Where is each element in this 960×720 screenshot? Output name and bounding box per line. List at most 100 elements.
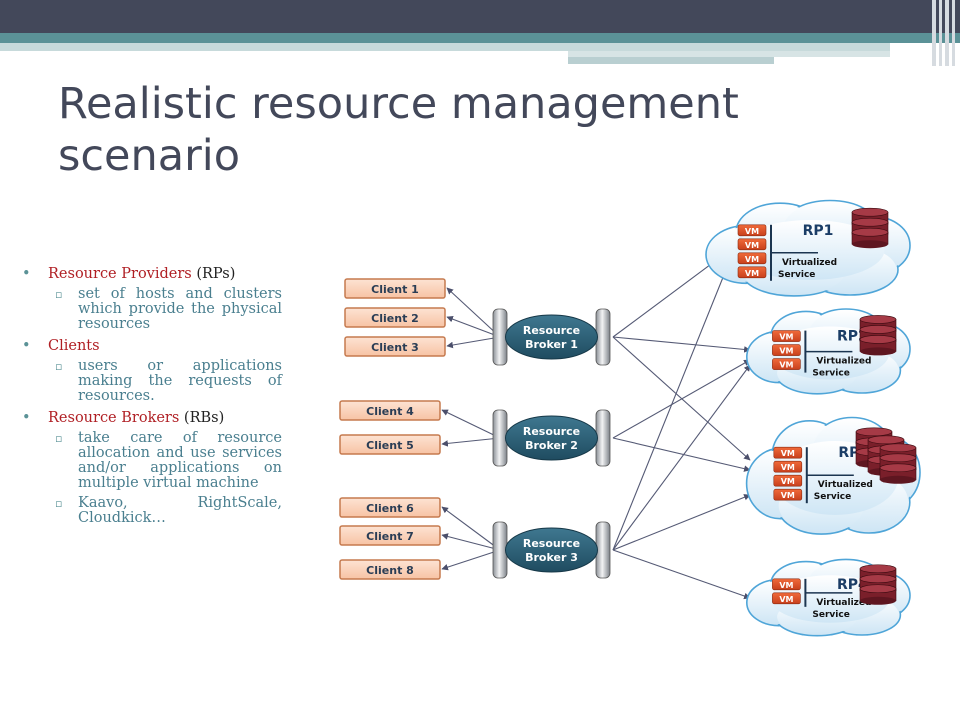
vm-box — [772, 578, 801, 591]
client-rect — [344, 278, 446, 299]
broker-label-line2: Broker 1 — [525, 338, 578, 351]
broker-client-arrow — [441, 533, 501, 551]
sub-bullet-text: users or applications making the request… — [78, 358, 282, 404]
client-label: Client 1 — [371, 283, 419, 296]
sub-bullet-text: set of hosts and clusters which provide … — [78, 286, 282, 332]
client-rect — [339, 400, 441, 421]
client-box: Client 1 — [344, 278, 446, 299]
bullet-dot-icon: • — [22, 266, 31, 282]
client-box: Client 5 — [339, 434, 441, 455]
vm-box — [737, 252, 767, 265]
database-top — [859, 325, 897, 334]
client-rect — [339, 559, 441, 580]
vm-label: VM — [745, 241, 759, 250]
server-cylinder-left — [492, 521, 508, 579]
client-box: Client 2 — [344, 307, 446, 328]
header-accent-bar — [0, 33, 960, 43]
vm-label: VM — [745, 255, 759, 264]
corner-stripes — [930, 0, 960, 66]
server-cylinder-left — [492, 409, 508, 467]
bullet-dot-icon: • — [22, 338, 31, 354]
client-label: Client 2 — [371, 312, 419, 325]
sub-bullet-icon: ▫ — [55, 360, 63, 373]
vm-label: VM — [779, 347, 793, 356]
bullet-resource-providers: •Resource Providers (RPs) — [22, 265, 282, 283]
vm-box — [737, 266, 767, 279]
vm-box — [773, 488, 803, 501]
vm-label: VM — [779, 581, 793, 590]
database-top — [879, 463, 917, 473]
bullet-clients: • Clients — [22, 337, 282, 355]
sub-bullet-icon: ▫ — [55, 288, 63, 301]
client-rect — [339, 434, 441, 455]
client-box: Client 4 — [339, 400, 441, 421]
database-bottom — [860, 347, 896, 356]
vm-box — [772, 344, 801, 356]
sub-bullet-icon: ▫ — [55, 432, 63, 445]
client-label: Client 3 — [371, 341, 419, 354]
vm-label: VM — [745, 269, 759, 278]
vm-box — [772, 330, 801, 342]
broker-ellipse — [505, 527, 598, 573]
sub-bullet: ▫ take care of resource allocation and u… — [22, 431, 282, 491]
server-cylinder-right — [595, 409, 611, 467]
database-bottom — [860, 596, 896, 605]
broker-provider-arrow — [612, 336, 751, 353]
vm-box — [772, 592, 801, 605]
sub-bullet-icon: ▫ — [55, 497, 63, 510]
bullet-resource-brokers: •Resource Brokers (RBs) — [22, 409, 282, 427]
vm-label: VM — [781, 491, 795, 500]
database-top — [859, 574, 897, 584]
database-top — [851, 217, 889, 227]
bullet-rest: (RPs) — [191, 266, 236, 282]
broker-label-line1: Resource — [523, 324, 580, 337]
client-box: Client 3 — [344, 336, 446, 357]
database-top — [859, 584, 897, 594]
client-label: Client 5 — [366, 439, 414, 452]
service-text: Service — [814, 492, 851, 502]
bullet-highlight: Clients — [48, 338, 100, 354]
database-top — [859, 564, 897, 574]
connection-lines — [441, 249, 751, 600]
vm-box — [773, 474, 803, 487]
header-light-stripe-2 — [568, 51, 890, 57]
header-bar — [0, 0, 960, 33]
sub-bullet-text: Kaavo, RightScale, Cloudkick… — [78, 495, 282, 526]
broker-client-arrow — [441, 437, 501, 447]
vm-label: VM — [779, 333, 793, 342]
header-light-stripe-3 — [568, 57, 774, 64]
database-top — [867, 435, 905, 445]
client-box: Client 6 — [339, 497, 441, 518]
broker-label-line1: Resource — [523, 425, 580, 438]
server-cylinder-left — [492, 308, 508, 366]
client-label: Client 8 — [366, 564, 414, 577]
vm-box — [773, 446, 803, 459]
sub-bullet-text: take care of resource allocation and use… — [78, 430, 282, 491]
bullet-list: •Resource Providers (RPs) ▫ set of hosts … — [22, 265, 282, 531]
broker-client-arrow — [446, 287, 501, 338]
header-light-stripe — [0, 43, 890, 51]
vm-label: VM — [781, 463, 795, 472]
virtualized-text: Virtualized — [782, 258, 837, 268]
broker-client-arrow — [446, 316, 501, 338]
client-label: Client 7 — [366, 530, 414, 543]
broker-provider-arrow — [612, 259, 731, 551]
sub-bullet: ▫ set of hosts and clusters which provide… — [22, 287, 282, 332]
virtualized-text: Virtualized — [816, 357, 871, 367]
broker-client-arrow — [441, 409, 501, 439]
client-boxes: Client 1 Client 2 Client 3 Client 4 Client 5… — [339, 278, 446, 580]
client-label: Client 4 — [366, 405, 414, 418]
broker-provider-arrow — [612, 549, 751, 600]
client-label: Client 6 — [366, 502, 414, 515]
database-bottom — [880, 475, 916, 484]
vm-box — [737, 224, 767, 237]
service-text: Service — [812, 369, 849, 379]
provider-label: RP1 — [803, 223, 834, 239]
vm-label: VM — [779, 361, 793, 370]
